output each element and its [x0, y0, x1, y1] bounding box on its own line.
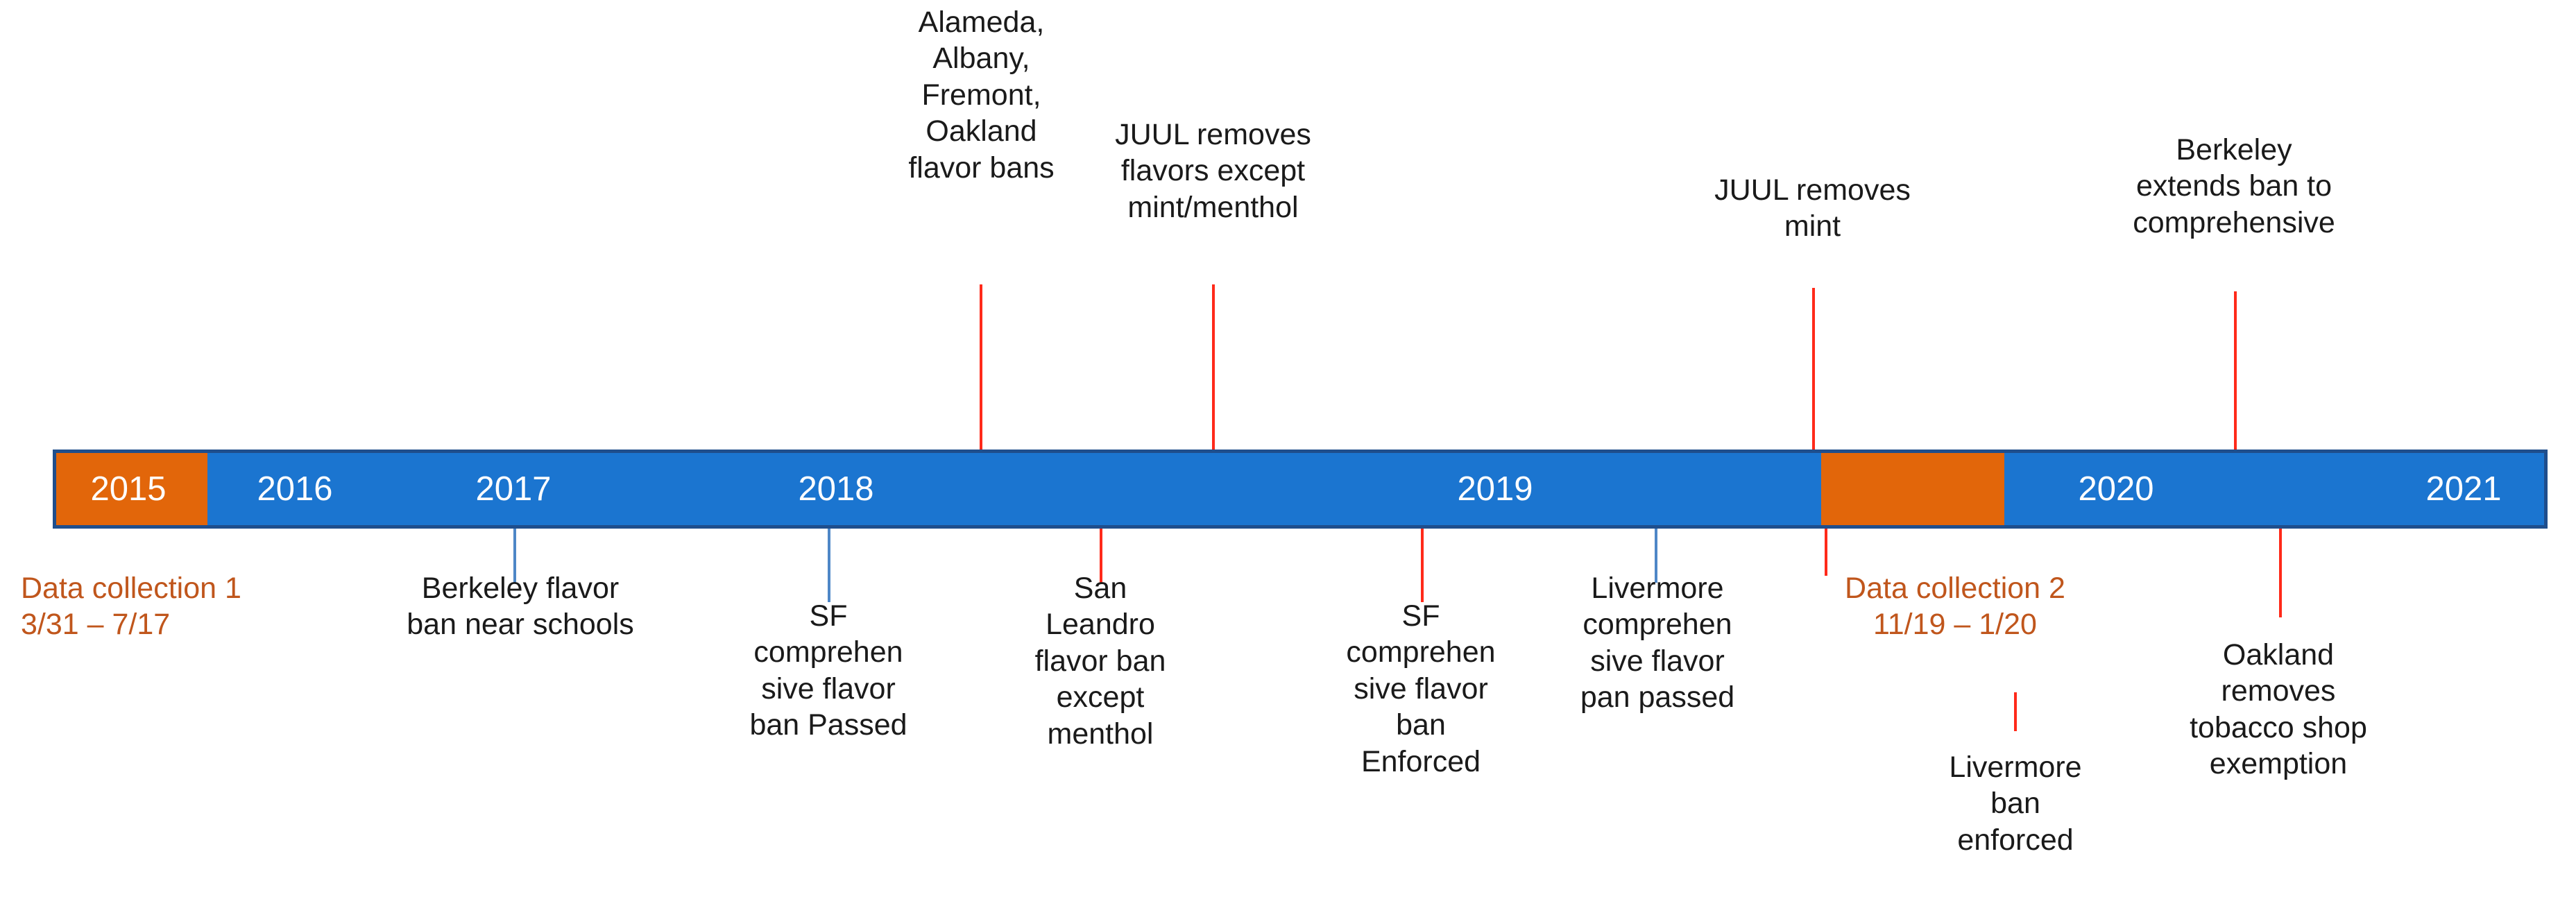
connector-berkeley-near-schools [513, 529, 516, 583]
annotation-livermore-passed: Livermore comprehen sive flavor pan pass… [1580, 572, 1735, 715]
annotation-juul-removes-flavors: JUUL removes flavors except mint/menthol [1115, 118, 1311, 224]
connector-livermore-enforced [2014, 692, 2017, 731]
connector-sf-ban-passed [828, 529, 830, 602]
annotation-oakland-exemption: Oakland removes tobacco shop exemption [2190, 638, 2367, 781]
annotation-alameda-flavor-bans: Alameda, Albany, Fremont, Oakland flavor… [908, 6, 1055, 185]
annotation-sf-ban-enforced: SF comprehen sive flavor ban Enforced [1346, 599, 1496, 778]
timeline-bar [53, 450, 2548, 529]
annotation-data-collection-1: Data collection 1 3/31 – 7/17 [21, 572, 241, 642]
connector-san-leandro [1100, 529, 1102, 583]
annotation-livermore-enforced: Livermore ban enforced [1949, 751, 2082, 857]
connector-data-collection-2 [1825, 529, 1827, 576]
connector-juul-removes-mint [1812, 288, 1815, 451]
connector-berkeley-extends-ban [2234, 291, 2237, 451]
connector-sf-ban-enforced [1421, 529, 1424, 602]
connector-juul-removes-flavors [1212, 284, 1215, 451]
annotation-berkeley-near-schools: Berkeley flavor ban near schools [407, 572, 634, 642]
connector-alameda-flavor-bans [980, 284, 982, 451]
annotation-data-collection-2: Data collection 2 11/19 – 1/20 [1845, 572, 2065, 642]
annotation-sf-ban-passed: SF comprehen sive flavor ban Passed [749, 599, 907, 742]
annotation-juul-removes-mint: JUUL removes mint [1714, 173, 1911, 243]
connector-livermore-passed [1655, 529, 1657, 583]
timeline-segment-data-collection-2 [1821, 453, 2004, 525]
timeline-segment-data-collection-1 [56, 453, 207, 525]
annotation-berkeley-extends-ban: Berkeley extends ban to comprehensive [2133, 133, 2335, 239]
annotation-san-leandro: San Leandro flavor ban except menthol [1034, 572, 1166, 751]
connector-oakland-exemption [2279, 529, 2282, 617]
